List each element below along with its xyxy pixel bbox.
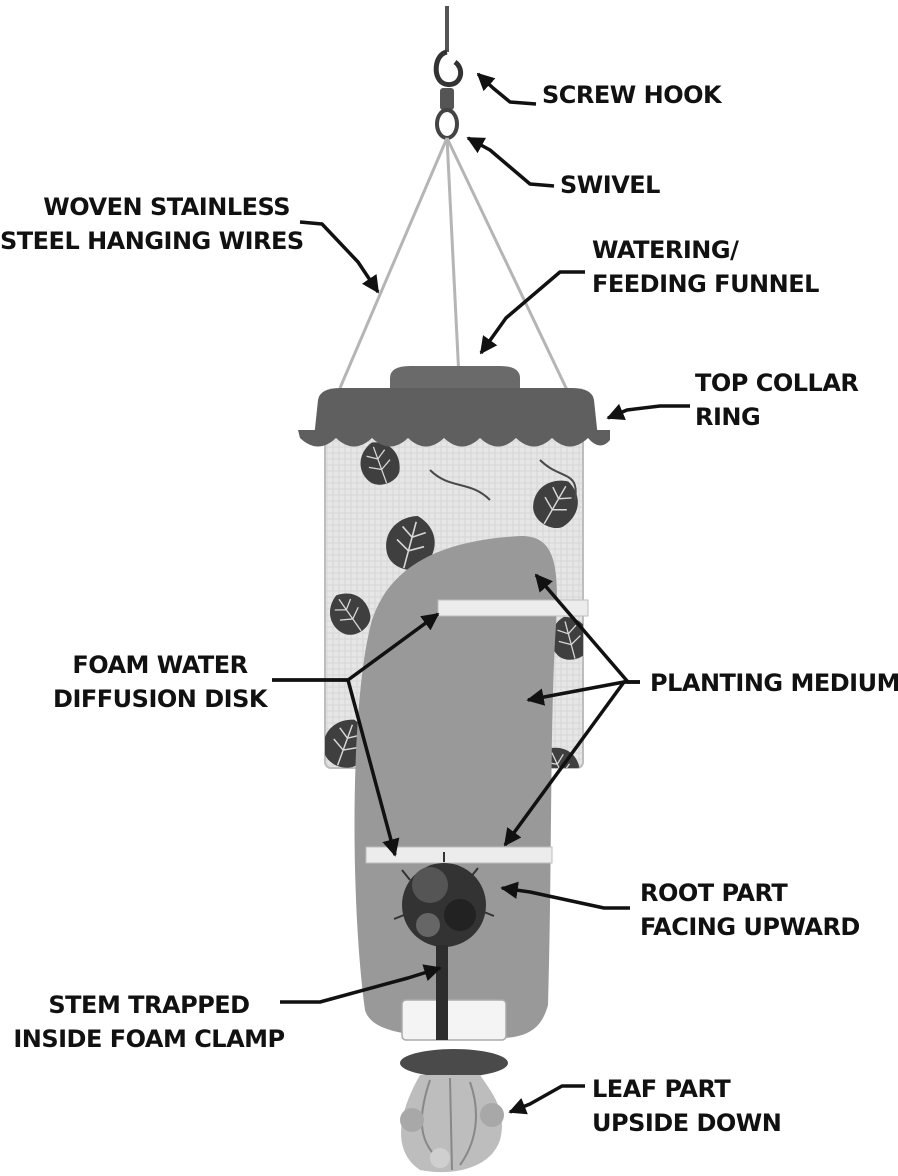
arrow-screw-hook — [478, 74, 536, 104]
label-stem: STEM TRAPPED INSIDE FOAM CLAMP — [4, 988, 294, 1056]
label-screw-hook: SCREW HOOK — [542, 78, 721, 112]
screw-hook — [436, 6, 460, 85]
label-top-collar-ring: TOP COLLAR RING — [695, 366, 858, 434]
label-funnel: WATERING/ FEEDING FUNNEL — [592, 233, 819, 301]
label-swivel: SWIVEL — [560, 168, 660, 202]
arrow-collar — [608, 406, 690, 418]
leaf-part — [400, 1075, 504, 1172]
label-leaf-part: LEAF PART UPSIDE DOWN — [592, 1072, 781, 1140]
hanging-wires — [340, 138, 568, 392]
arrow-funnel — [481, 272, 585, 353]
arrow-swivel — [468, 138, 554, 186]
label-hanging-wires: WOVEN STAINLESS STEEL HANGING WIRES — [0, 190, 290, 258]
arrow-hanging-wires — [300, 222, 378, 292]
swivel — [437, 88, 457, 138]
label-planting-medium: PLANTING MEDIUM — [650, 666, 898, 700]
arrow-leaf — [510, 1086, 585, 1112]
label-foam-disk: FOAM WATER DIFFUSION DISK — [30, 648, 290, 716]
label-root-part: ROOT PART FACING UPWARD — [640, 876, 860, 944]
